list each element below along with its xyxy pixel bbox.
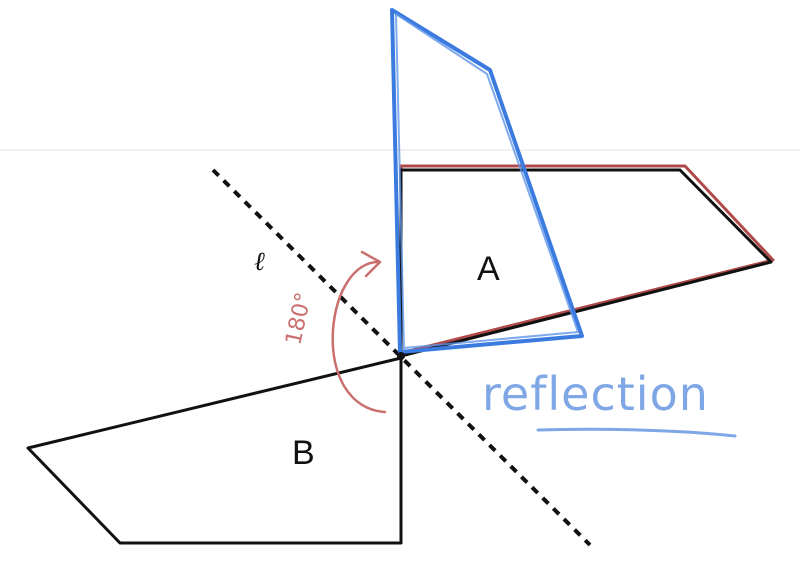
reflection-note-underline — [536, 427, 737, 438]
rotation-arc — [331, 260, 387, 414]
rotated-shape-outline — [399, 164, 775, 355]
shape-b — [26, 356, 403, 545]
rotation-arrowhead — [360, 250, 382, 278]
reflected-shape-sketch-stroke-2 — [395, 13, 579, 351]
line-label: ℓ — [254, 247, 265, 277]
shape-a — [399, 168, 773, 358]
reflection-note: reflection — [482, 367, 709, 421]
reflected-shape-sketch — [390, 8, 584, 354]
center-point — [397, 352, 405, 360]
shape-b-label: B — [292, 434, 315, 472]
rotation-angle-label: 180° — [281, 290, 316, 347]
shape-a-label: A — [477, 250, 500, 288]
